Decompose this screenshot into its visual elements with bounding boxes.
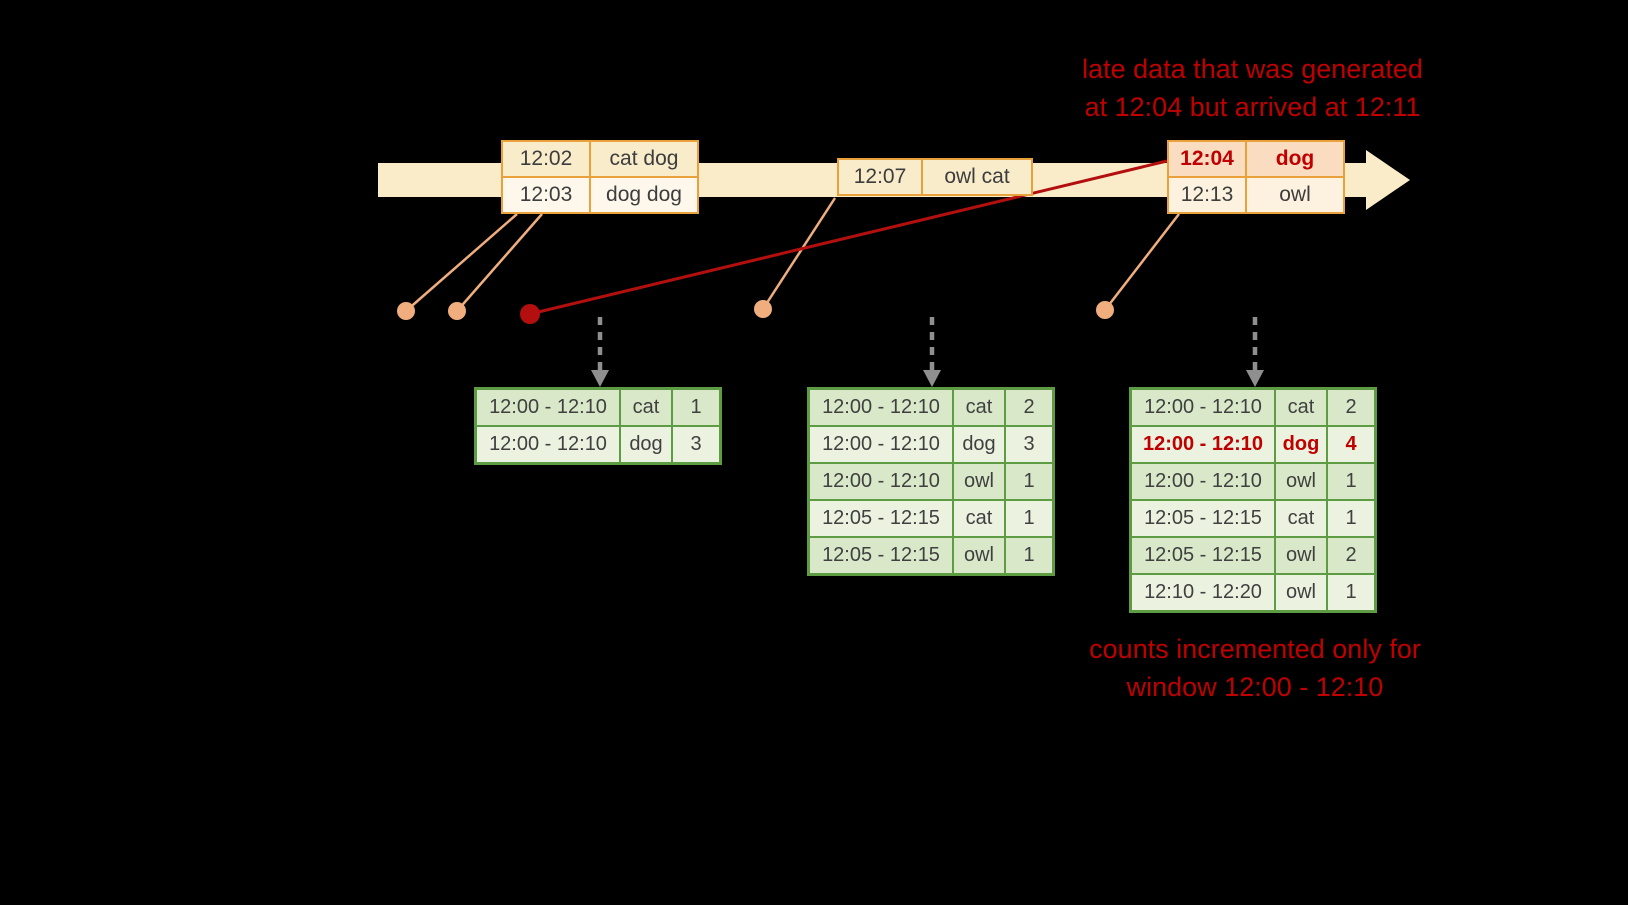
- result-table-3: 12:00 - 12:10 cat 2 12:00 - 12:10 dog 4 …: [1129, 387, 1377, 613]
- late-data-arrival-dot: [520, 304, 540, 324]
- counts-annotation-line1: counts incremented only for: [1089, 634, 1421, 664]
- updated-result-word: dog: [1276, 427, 1326, 462]
- event-words: owl cat: [923, 160, 1031, 194]
- result-window: 12:05 - 12:15: [1132, 501, 1274, 536]
- result-word: cat: [1276, 501, 1326, 536]
- result-window: 12:00 - 12:10: [477, 390, 619, 425]
- trigger-arrow-icon: [1246, 317, 1264, 387]
- event-time: 12:02: [503, 142, 589, 176]
- late-data-annotation-line1: late data that was generated: [1082, 54, 1423, 84]
- event-words: dog dog: [591, 178, 697, 212]
- updated-result-count: 4: [1328, 427, 1374, 462]
- result-word: cat: [1276, 390, 1326, 425]
- counts-annotation: counts incremented only for window 12:00…: [1040, 630, 1470, 706]
- result-window: 12:00 - 12:10: [477, 427, 619, 462]
- event-connector-line: [405, 213, 518, 312]
- result-window: 12:00 - 12:10: [810, 427, 952, 462]
- event-table-1: 12:02 cat dog 12:03 dog dog: [501, 140, 699, 214]
- event-timeline-arrowhead-icon: [1366, 150, 1410, 210]
- result-word: dog: [621, 427, 671, 462]
- result-count: 1: [1006, 538, 1052, 573]
- trigger-arrowhead: [1246, 370, 1264, 387]
- result-count: 1: [1328, 501, 1374, 536]
- trigger-arrowhead: [923, 370, 941, 387]
- result-word: cat: [954, 501, 1004, 536]
- result-window: 12:00 - 12:10: [1132, 390, 1274, 425]
- result-count: 1: [673, 390, 719, 425]
- trigger-arrow-icon: [591, 317, 609, 387]
- event-arrival-dot: [448, 302, 466, 320]
- result-word: cat: [954, 390, 1004, 425]
- event-time: 12:07: [839, 160, 921, 194]
- trigger-arrow-icon: [923, 317, 941, 387]
- result-count: 1: [1328, 464, 1374, 499]
- event-arrival-dot: [397, 302, 415, 320]
- event-arrival-dot: [1096, 301, 1114, 319]
- event-arrival-dot: [754, 300, 772, 318]
- result-table-2: 12:00 - 12:10 cat 2 12:00 - 12:10 dog 3 …: [807, 387, 1055, 576]
- result-word: dog: [954, 427, 1004, 462]
- trigger-arrowhead: [591, 370, 609, 387]
- event-words: cat dog: [591, 142, 697, 176]
- result-window: 12:05 - 12:15: [1132, 538, 1274, 573]
- result-window: 12:05 - 12:15: [810, 538, 952, 573]
- result-table-1: 12:00 - 12:10 cat 1 12:00 - 12:10 dog 3: [474, 387, 722, 465]
- result-count: 1: [1006, 464, 1052, 499]
- result-count: 1: [1006, 501, 1052, 536]
- event-time: 12:03: [503, 178, 589, 212]
- result-count: 2: [1328, 390, 1374, 425]
- event-table-3: 12:04 dog 12:13 owl: [1167, 140, 1345, 214]
- result-count: 3: [673, 427, 719, 462]
- late-event-words: dog: [1247, 142, 1343, 176]
- event-time: 12:13: [1169, 178, 1245, 212]
- event-table-2: 12:07 owl cat: [837, 158, 1033, 196]
- updated-result-window: 12:00 - 12:10: [1132, 427, 1274, 462]
- result-count: 3: [1006, 427, 1052, 462]
- late-data-connector-line: [529, 159, 1168, 316]
- event-connector-line: [1104, 213, 1180, 311]
- result-window: 12:00 - 12:10: [810, 464, 952, 499]
- late-data-annotation-line2: at 12:04 but arrived at 12:11: [1084, 92, 1421, 122]
- result-count: 1: [1328, 575, 1374, 610]
- result-word: owl: [954, 464, 1004, 499]
- result-window: 12:00 - 12:10: [810, 390, 952, 425]
- result-word: owl: [954, 538, 1004, 573]
- result-word: owl: [1276, 575, 1326, 610]
- counts-annotation-line2: window 12:00 - 12:10: [1126, 672, 1384, 702]
- result-window: 12:10 - 12:20: [1132, 575, 1274, 610]
- event-connector-line: [761, 197, 837, 310]
- late-event-time: 12:04: [1169, 142, 1245, 176]
- event-words: owl: [1247, 178, 1343, 212]
- result-word: owl: [1276, 538, 1326, 573]
- result-window: 12:05 - 12:15: [810, 501, 952, 536]
- event-connector-line: [456, 213, 543, 312]
- result-word: cat: [621, 390, 671, 425]
- result-count: 2: [1328, 538, 1374, 573]
- result-word: owl: [1276, 464, 1326, 499]
- result-count: 2: [1006, 390, 1052, 425]
- result-window: 12:00 - 12:10: [1132, 464, 1274, 499]
- late-data-annotation: late data that was generated at 12:04 bu…: [1040, 50, 1465, 126]
